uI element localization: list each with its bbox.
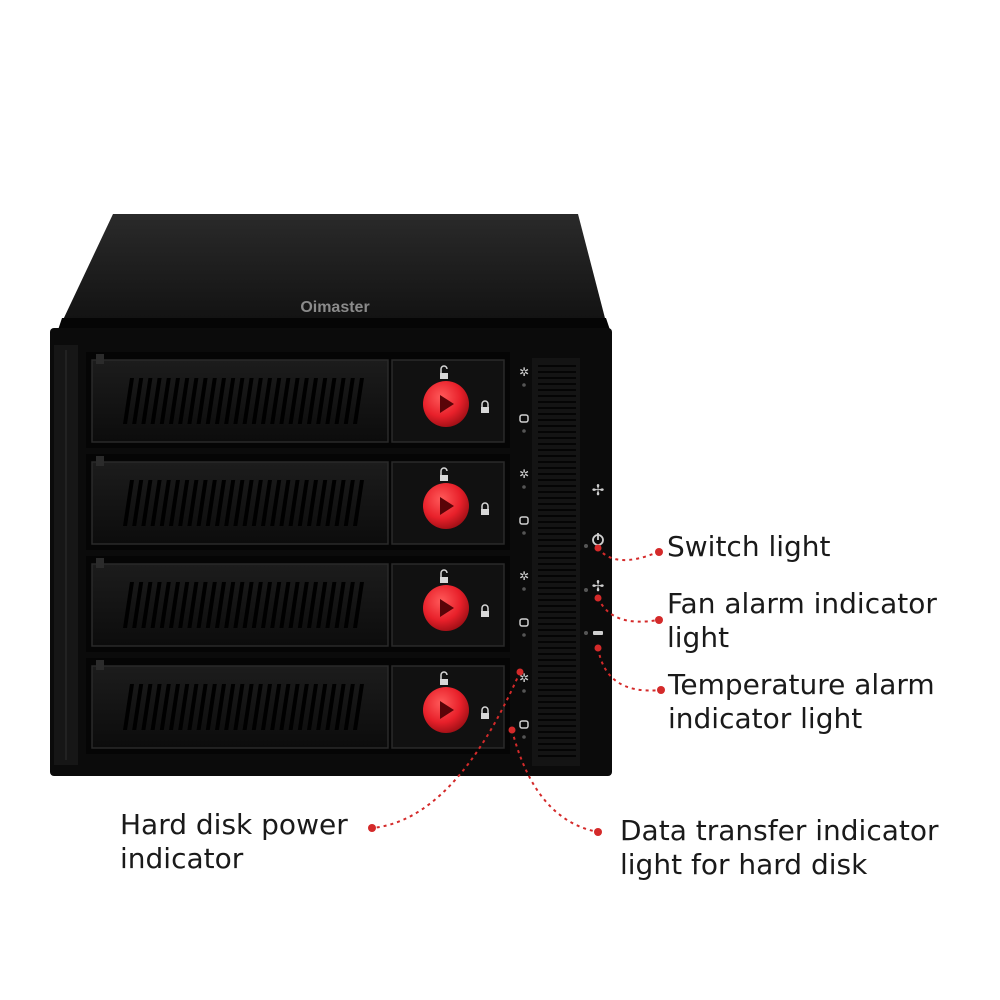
callout-data-transfer: Data transfer indicator light for hard d… bbox=[620, 814, 939, 881]
enclosure-top-panel bbox=[62, 214, 606, 322]
fan-icon-top: ✢ bbox=[592, 481, 605, 499]
drive-tray[interactable] bbox=[86, 454, 510, 550]
svg-text:✲: ✲ bbox=[519, 467, 529, 481]
unlock-icon bbox=[440, 365, 448, 379]
callout-temperature-alarm: Temperature alarm indicator light bbox=[668, 668, 935, 735]
callout-fan-alarm: Fan alarm indicator light bbox=[667, 587, 937, 654]
fan-icon: ✢ bbox=[592, 577, 605, 595]
callout-hdd-power: Hard disk power indicator bbox=[120, 808, 348, 875]
leader-fan-alarm bbox=[597, 597, 659, 623]
callout-switch-light: Switch light bbox=[667, 530, 831, 563]
bay-indicator-column: ✲ ✲ ✲ ✲ bbox=[519, 365, 529, 739]
svg-text:✲: ✲ bbox=[519, 365, 529, 379]
leader-temperature-alarm bbox=[597, 647, 661, 692]
play-arrow-icon bbox=[440, 497, 454, 515]
play-arrow-icon bbox=[440, 395, 454, 413]
switch-light-led bbox=[584, 544, 588, 548]
brand-logo: Oimaster bbox=[300, 299, 369, 316]
unlock-icon bbox=[440, 467, 448, 481]
leader-lines bbox=[371, 547, 661, 833]
power-led-icon: ✲ bbox=[519, 467, 529, 489]
leader-hdd-power bbox=[371, 671, 521, 829]
leader-dots bbox=[368, 544, 665, 836]
power-led-icon: ✲ bbox=[519, 365, 529, 387]
tray-vent-slots bbox=[123, 582, 364, 628]
leader-switch-light bbox=[597, 547, 659, 562]
tray-vent-slots bbox=[123, 684, 364, 730]
temperature-alarm-led bbox=[584, 631, 588, 635]
unlock-icon bbox=[440, 569, 448, 583]
lock-icon bbox=[481, 604, 489, 617]
drive-tray[interactable] bbox=[86, 352, 510, 448]
svg-text:✲: ✲ bbox=[519, 569, 529, 583]
drive-tray[interactable] bbox=[86, 556, 510, 652]
lock-icon bbox=[481, 502, 489, 515]
svg-text:✲: ✲ bbox=[519, 671, 529, 685]
disk-activity-icon bbox=[519, 414, 529, 433]
play-arrow-icon bbox=[440, 599, 454, 617]
svg-text:✢: ✢ bbox=[592, 577, 605, 595]
power-led-icon: ✲ bbox=[519, 569, 529, 591]
disk-activity-icon bbox=[519, 618, 529, 637]
disk-activity-icon bbox=[519, 720, 529, 739]
lock-icon bbox=[481, 400, 489, 413]
fan-alarm-led bbox=[584, 588, 588, 592]
lock-icon bbox=[481, 706, 489, 719]
unlock-icon bbox=[440, 671, 448, 685]
thermometer-icon bbox=[593, 631, 603, 635]
drive-tray[interactable] bbox=[86, 658, 510, 754]
leader-data-transfer bbox=[511, 729, 599, 833]
enclosure-top-edge bbox=[58, 318, 610, 330]
disk-activity-icon bbox=[519, 516, 529, 535]
play-arrow-icon bbox=[440, 701, 454, 719]
tray-vent-slots bbox=[123, 480, 364, 526]
drive-bays bbox=[86, 352, 510, 754]
svg-text:✢: ✢ bbox=[592, 481, 605, 499]
tray-vent-slots bbox=[123, 378, 364, 424]
power-led-icon: ✲ bbox=[519, 671, 529, 693]
